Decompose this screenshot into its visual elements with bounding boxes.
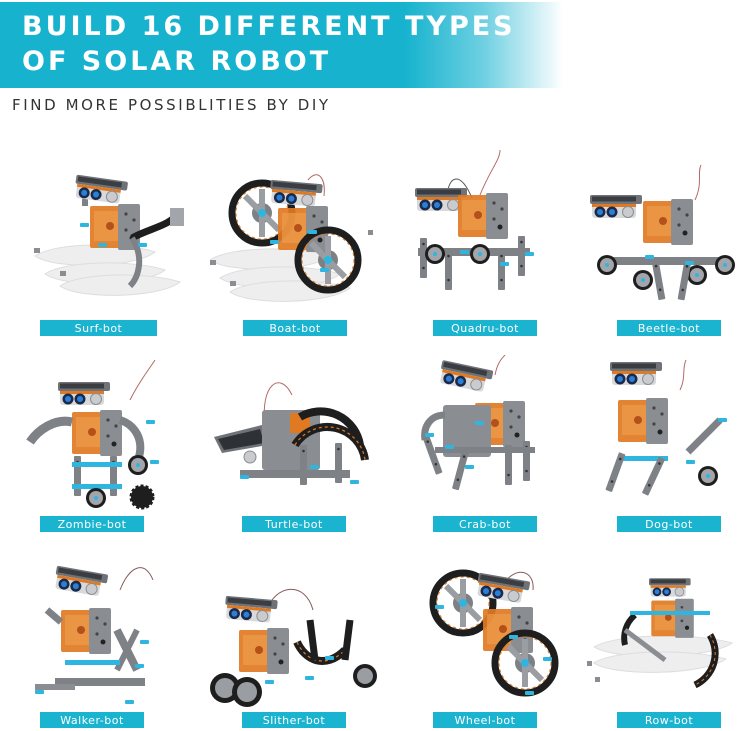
turtle-bot-image bbox=[200, 365, 375, 513]
robot-label: Dog-bot bbox=[617, 516, 721, 532]
robot-label: Surf-bot bbox=[40, 320, 157, 336]
robot-label: Turtle-bot bbox=[242, 516, 346, 532]
robot-label: Slither-bot bbox=[242, 712, 346, 728]
dog-bot-image bbox=[590, 360, 745, 514]
title-line-2: OF SOLAR ROBOT bbox=[22, 46, 332, 77]
title-line-1: BUILD 16 DIFFERENT TYPES bbox=[22, 11, 516, 42]
robot-label: Crab-bot bbox=[433, 516, 537, 532]
slither-bot-image bbox=[205, 580, 380, 710]
zombie-bot-image bbox=[10, 360, 160, 514]
wheel-bot-image bbox=[425, 565, 565, 710]
quadru-bot-image bbox=[400, 150, 550, 318]
subtitle: FIND MORE POSSIBLITIES BY DIY bbox=[12, 96, 331, 114]
robot-label: Wheel-bot bbox=[433, 712, 537, 728]
walker-bot-image bbox=[25, 560, 170, 710]
robot-label: Row-bot bbox=[617, 712, 721, 728]
robot-label: Boat-bot bbox=[243, 320, 347, 336]
crab-bot-image bbox=[405, 355, 555, 515]
robot-label: Zombie-bot bbox=[40, 516, 144, 532]
robot-label: Quadru-bot bbox=[433, 320, 537, 336]
boat-bot-image bbox=[200, 168, 375, 318]
surf-bot-image bbox=[20, 168, 200, 318]
beetle-bot-image bbox=[585, 165, 745, 318]
robot-label: Beetle-bot bbox=[617, 320, 721, 336]
robot-label: Walker-bot bbox=[40, 712, 144, 728]
title-banner: BUILD 16 DIFFERENT TYPES OF SOLAR ROBOT bbox=[0, 2, 563, 88]
row-bot-image bbox=[585, 575, 745, 710]
